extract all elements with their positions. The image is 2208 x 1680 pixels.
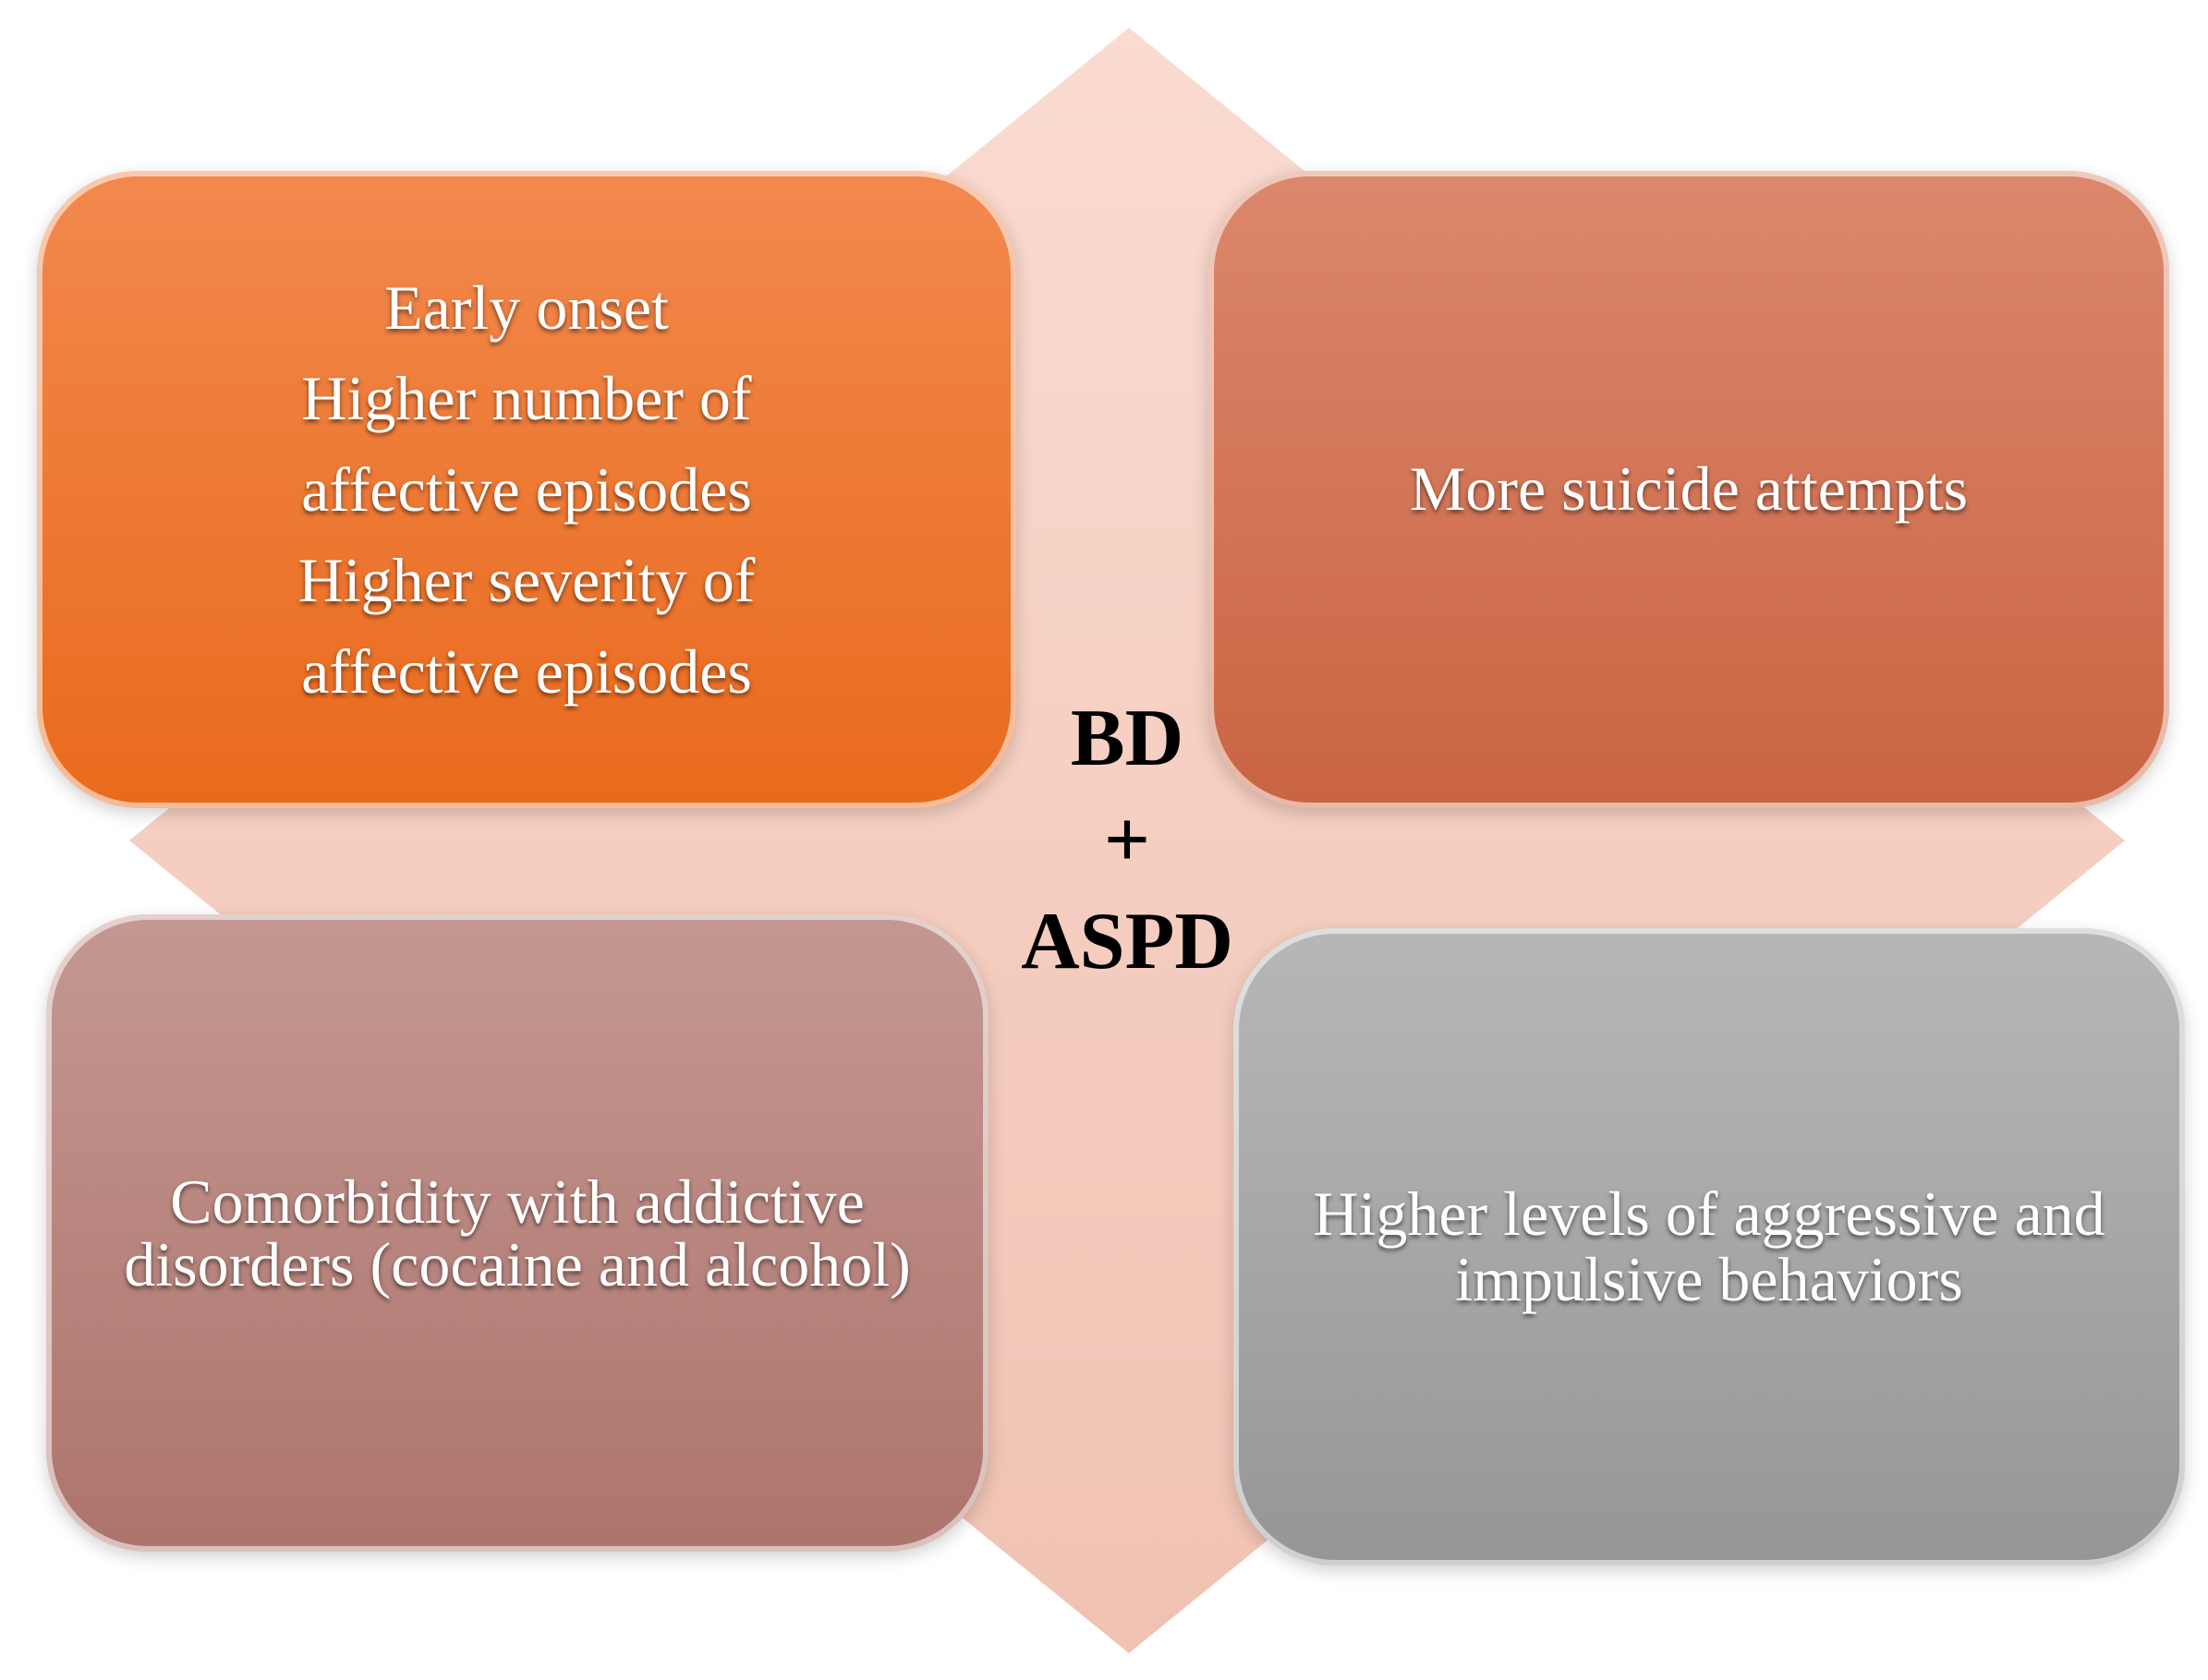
box-line: Higher levels of aggressive and bbox=[1313, 1178, 2105, 1249]
box-line: Higher number of bbox=[301, 363, 752, 434]
box-aggressive-behaviors: Higher levels of aggressive and impulsiv… bbox=[1233, 928, 2185, 1565]
box-suicide-attempts: More suicide attempts bbox=[1208, 171, 2169, 808]
center-label-aspd: ASPD bbox=[1021, 897, 1233, 986]
box-line: Higher severity of bbox=[297, 545, 756, 616]
center-label-plus: + bbox=[1103, 795, 1151, 885]
box-line: affective episodes bbox=[301, 635, 752, 707]
box-line: Comorbidity with addictive bbox=[170, 1166, 865, 1237]
box-line: More suicide attempts bbox=[1409, 453, 1969, 525]
box-line: disorders (cocaine and alcohol) bbox=[124, 1229, 911, 1299]
box-line: Early onset bbox=[384, 272, 669, 343]
center-label: BD + ASPD bbox=[979, 688, 1275, 993]
box-line: affective episodes bbox=[301, 453, 752, 525]
box-early-onset: Early onset Higher number of affective e… bbox=[37, 171, 1016, 808]
box-line: impulsive behaviors bbox=[1455, 1244, 1963, 1314]
box-addictive-comorbidity: Comorbidity with addictive disorders (co… bbox=[46, 914, 989, 1552]
center-label-bd: BD bbox=[1070, 694, 1184, 783]
